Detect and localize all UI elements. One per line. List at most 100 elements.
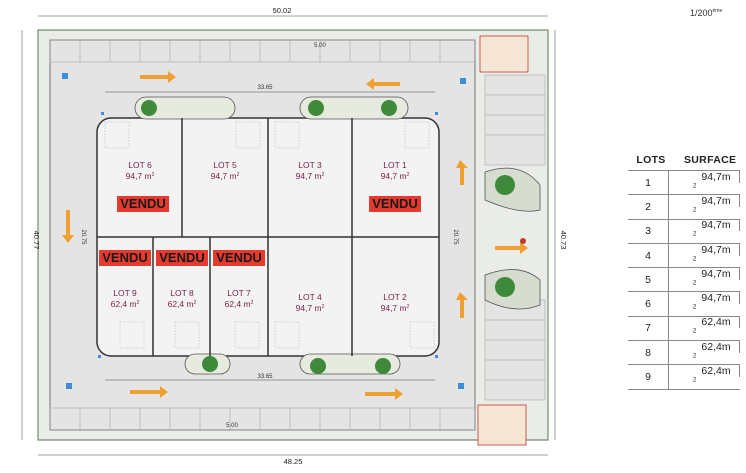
- unit-exponent: 2: [693, 256, 697, 263]
- sold-label: VENDU: [372, 196, 418, 211]
- table-cell-surface: 62,4m: [693, 340, 740, 353]
- sold-label: VENDU: [159, 250, 205, 265]
- table-cell-surface: 94,7m: [693, 267, 740, 280]
- lot-area-value: 94,7 m: [296, 171, 322, 181]
- lot-area-value: 94,7 m: [381, 171, 407, 181]
- unit-exponent: 2: [194, 300, 197, 306]
- lot-name: LOT 2: [383, 292, 407, 302]
- col-lots-header: LOTS: [636, 154, 666, 166]
- parking-bottom: [49, 407, 476, 431]
- marker-red: [520, 238, 526, 244]
- lot-area: 62,4 m2: [168, 299, 197, 309]
- unit-exponent: 2: [693, 353, 697, 360]
- garden-planters: [134, 96, 541, 375]
- lot-name: LOT 1: [383, 160, 407, 170]
- lot-area-value: 62,4 m: [111, 299, 137, 309]
- table-cell-surface: 62,4m: [693, 316, 740, 329]
- table-cell-surface: 94,7m: [693, 194, 740, 207]
- lot-area-value: 94,7 m: [381, 303, 407, 313]
- sold-badge: [213, 250, 265, 266]
- lot-area-value: 62,4 m: [168, 299, 194, 309]
- unit-exponent: 2: [693, 231, 697, 238]
- table-cell-lot: 7: [628, 316, 669, 341]
- lot-area: 94,7 m2: [381, 303, 410, 313]
- table-cell-lot: 9: [628, 365, 669, 389]
- lot-name: LOT 8: [170, 288, 194, 298]
- unit-exponent: 2: [693, 377, 697, 384]
- dimension-lines: [21, 15, 556, 456]
- lot-parking-spots: [104, 121, 435, 349]
- dim-parking-top: 5.00: [314, 43, 326, 49]
- sold-badge: [156, 250, 208, 266]
- sold-label: VENDU: [102, 250, 148, 265]
- sold-badge: [117, 196, 169, 212]
- unit-exponent: 2: [693, 328, 697, 335]
- lot-area: 94,7 m2: [296, 303, 325, 313]
- unit-exponent: 2: [693, 207, 697, 214]
- gate-top: [479, 35, 529, 73]
- lot-area-value: 62,4 m: [225, 299, 251, 309]
- sold-label: VENDU: [216, 250, 262, 265]
- lot-area: 94,7 m2: [381, 171, 410, 181]
- lot-name: LOT 9: [113, 288, 137, 298]
- lot-area: 94,7 m2: [296, 171, 325, 181]
- lot-area: 62,4 m2: [225, 299, 254, 309]
- unit-exponent: 2: [693, 183, 697, 190]
- markers: [62, 73, 466, 389]
- lot-name: LOT 4: [298, 292, 322, 302]
- parking-top: [49, 39, 476, 63]
- unit-exponent: 2: [251, 300, 254, 306]
- lot-name: LOT 3: [298, 160, 322, 170]
- scale-value: 1/200: [690, 8, 713, 18]
- unit-exponent: 2: [152, 172, 155, 178]
- lot-area: 94,7 m2: [126, 171, 155, 181]
- scale-label: 1/200ème: [690, 8, 722, 18]
- table-cell-lot: 1: [628, 171, 669, 195]
- table-cell-surface: 94,7m: [693, 219, 740, 232]
- table-cell-surface: 62,4m: [693, 365, 740, 378]
- lot-dividers: [97, 118, 439, 356]
- lot-area-value: 94,7 m: [296, 303, 322, 313]
- scale-suffix: ème: [712, 8, 723, 14]
- table-cell-lot: 3: [628, 219, 669, 243]
- traffic-arrows: [62, 71, 528, 400]
- table-cell-lot: 8: [628, 341, 669, 365]
- unit-exponent: 2: [137, 300, 140, 306]
- table-cell-lot: 6: [628, 292, 669, 316]
- dim-bottom-width: 48.25: [284, 457, 303, 466]
- table-cell-surface: 94,7m: [693, 243, 740, 256]
- dim-side-right: 20.75: [452, 229, 458, 245]
- unit-exponent: 2: [322, 172, 325, 178]
- dim-road-bottom: 33.65: [257, 374, 273, 380]
- lot-area: 62,4 m2: [111, 299, 140, 309]
- sold-badge: [369, 196, 421, 212]
- unit-exponent: 2: [693, 304, 697, 311]
- lot-area-value: 94,7 m: [126, 171, 152, 181]
- lot-area: 94,7 m2: [211, 171, 240, 181]
- dim-top-width: 50.02: [273, 6, 292, 15]
- table-cell-lot: 2: [628, 195, 669, 219]
- unit-exponent: 2: [237, 172, 240, 178]
- table-header: LOTS SURFACE: [628, 150, 740, 170]
- unit-exponent: 2: [322, 304, 325, 310]
- table-cell-lot: 4: [628, 243, 669, 268]
- table-cell-surface: 94,7m: [693, 170, 740, 183]
